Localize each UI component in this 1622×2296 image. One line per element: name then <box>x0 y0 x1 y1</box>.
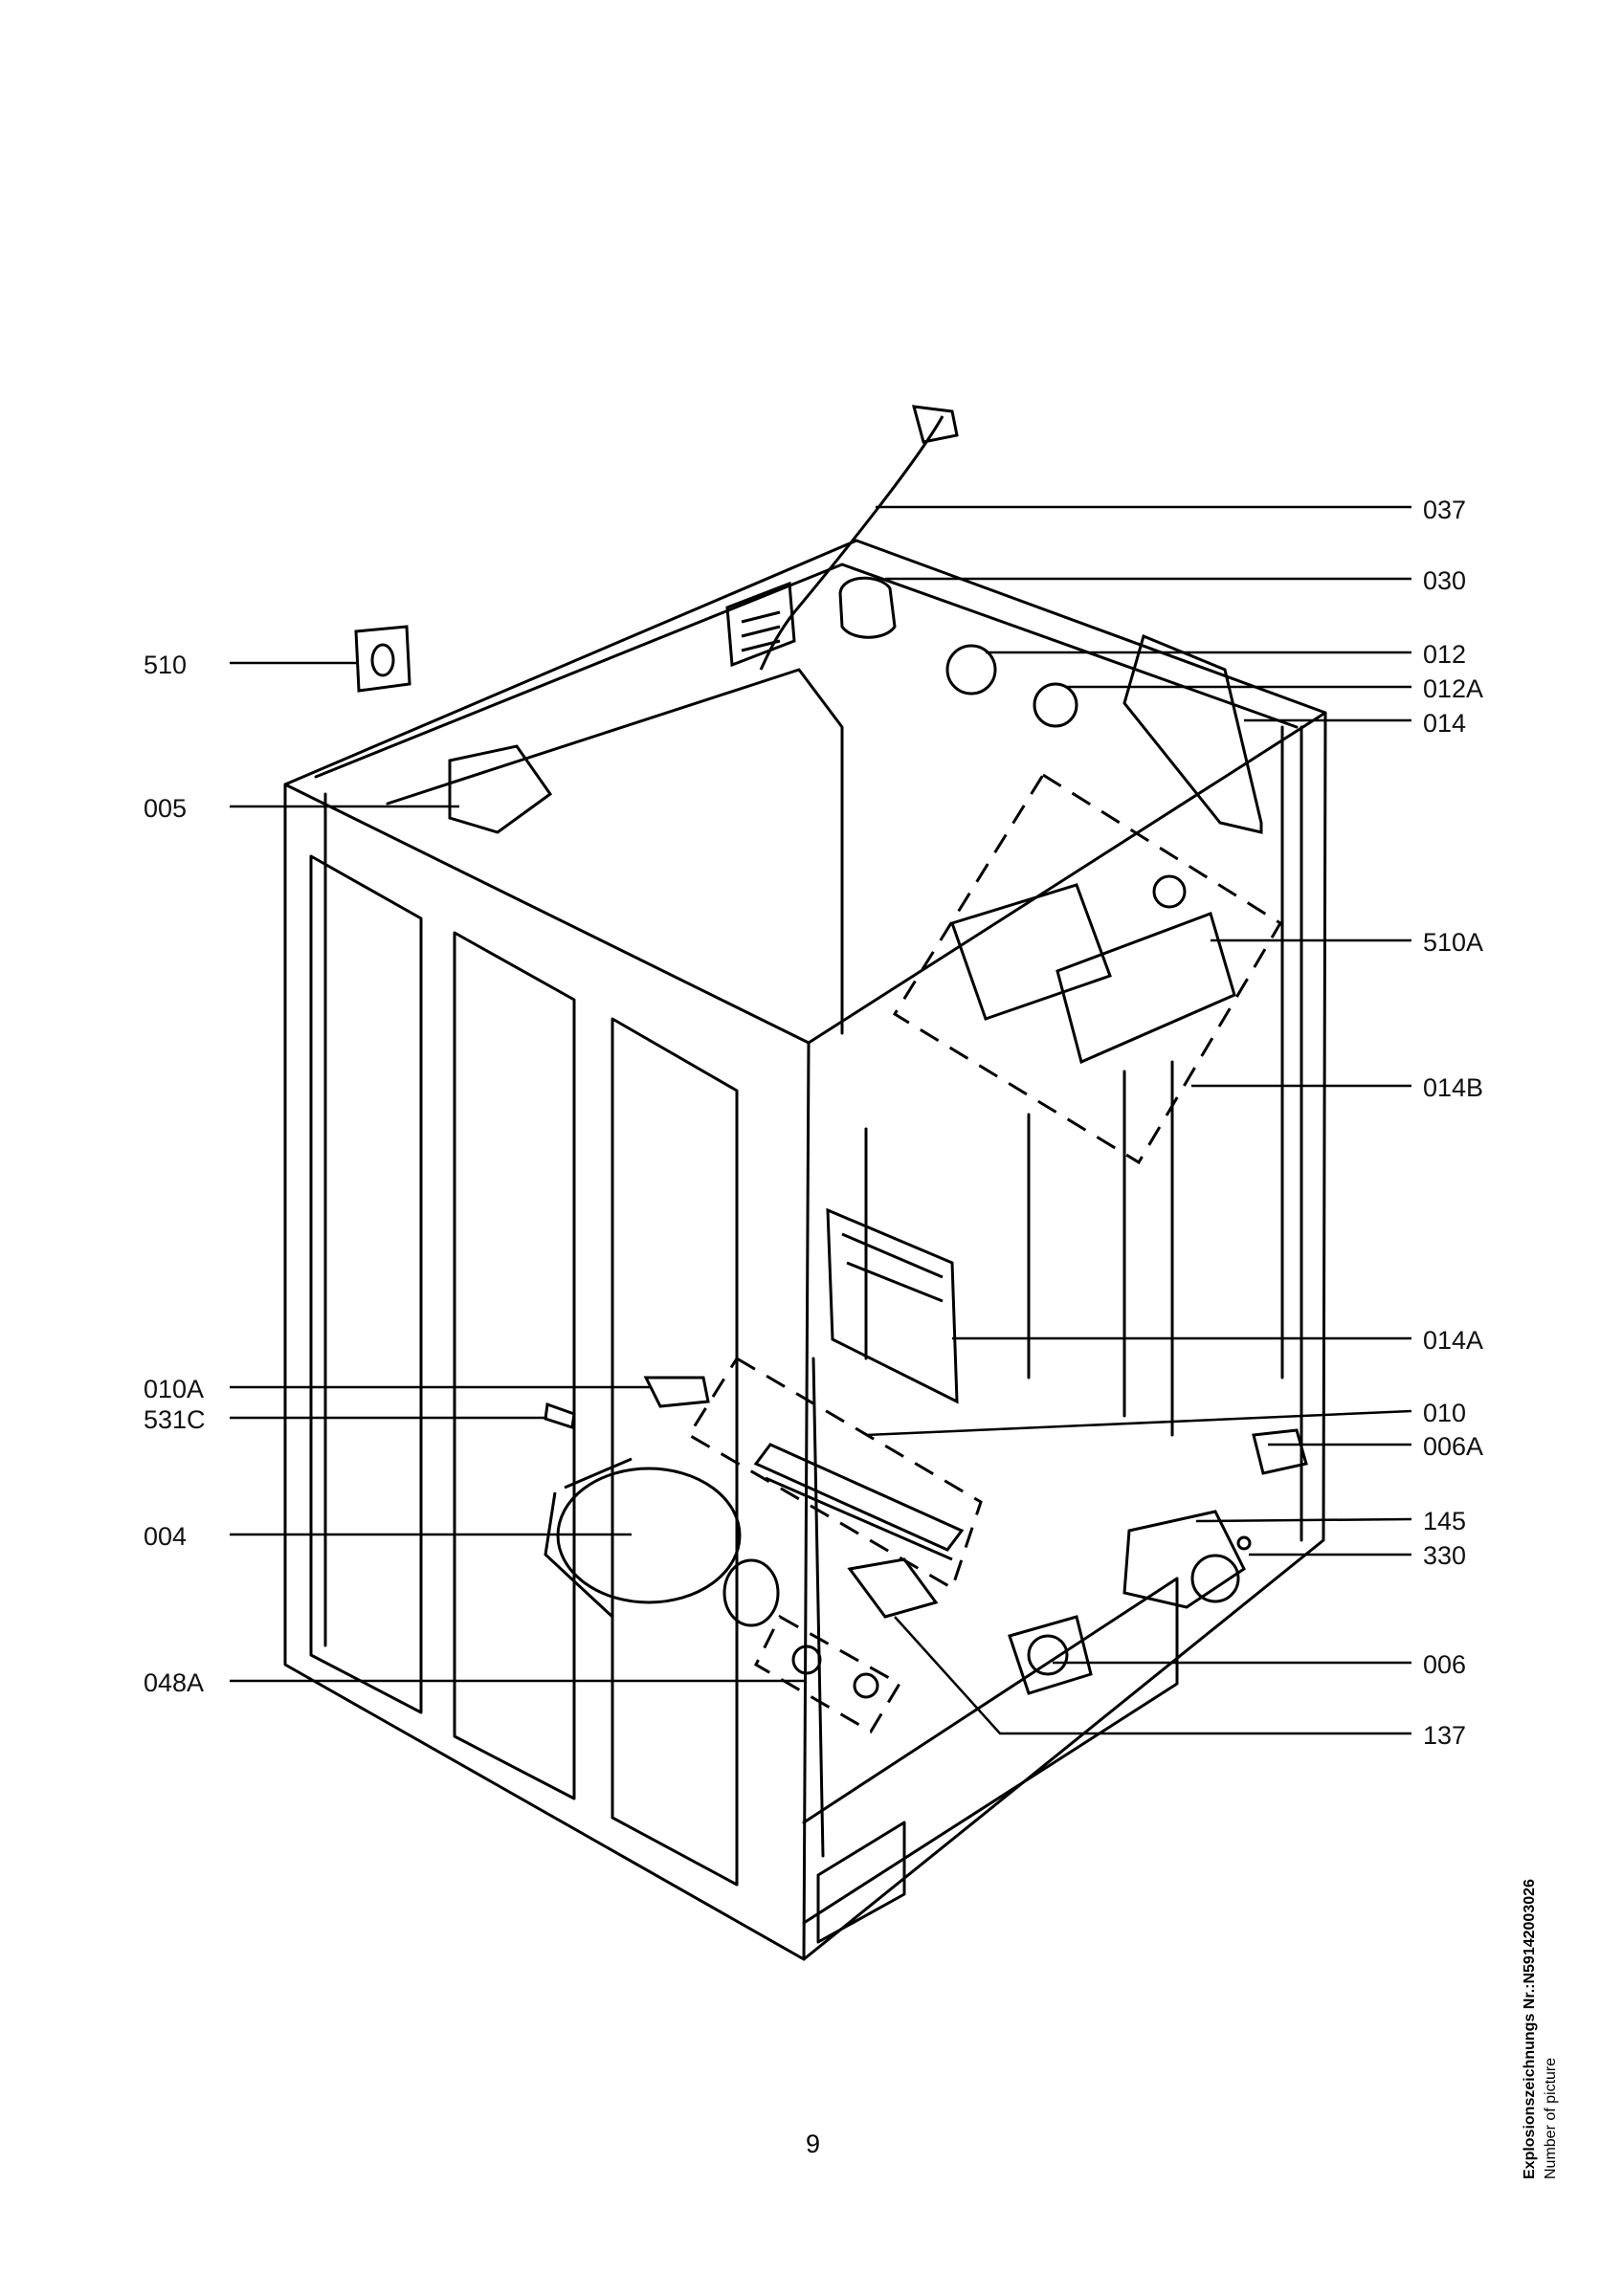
picture-number-note: Explosionszeichnungs Nr.:N59142003026 Nu… <box>1520 1816 1577 2179</box>
leader-145 <box>1195 1517 1412 1523</box>
screw-531C <box>544 1402 576 1429</box>
explosion-drawing-number: Explosionszeichnungs Nr.:N59142003026 <box>1522 1879 1538 2179</box>
callout-014A: 014A <box>1423 1326 1484 1355</box>
callout-004: 004 <box>144 1522 188 1551</box>
callout-005: 005 <box>144 794 188 823</box>
side-panel-window-3 <box>611 1017 739 1887</box>
inner-brace-5 <box>811 1357 825 1858</box>
side-panel-window-2 <box>453 931 576 1800</box>
cabinet-outline <box>283 539 1327 1961</box>
pressure-switch-012 <box>945 644 997 695</box>
plug-330 <box>1236 1535 1252 1551</box>
control-module-dashed-group <box>892 772 1283 1165</box>
electronic-module-014A <box>826 1207 959 1404</box>
leader-137 <box>894 1616 1411 1735</box>
selector-knob <box>1152 874 1187 909</box>
callout-012A: 012A <box>1423 674 1484 703</box>
cabinet-base <box>802 1577 1179 1925</box>
number-of-picture-label: Number of picture <box>1543 2057 1559 2179</box>
valve-005 <box>448 744 553 834</box>
callout-531C: 531C <box>144 1405 206 1434</box>
callout-006A: 006A <box>1423 1432 1484 1461</box>
callout-137: 137 <box>1423 1721 1467 1750</box>
door-lock-137 <box>847 1557 939 1619</box>
heater-element <box>753 1443 965 1552</box>
filter-006A <box>1252 1428 1308 1475</box>
power-cord <box>759 415 944 671</box>
control-board-014 <box>1122 633 1263 834</box>
callout-145: 145 <box>1423 1507 1467 1535</box>
pressure-switch-012A <box>1033 682 1078 728</box>
callout-014: 014 <box>1423 709 1467 738</box>
cabinet-front-corner <box>802 1041 811 1961</box>
leader-010 <box>865 1409 1412 1437</box>
programmer-module <box>950 883 1112 1021</box>
capacitor <box>838 576 897 639</box>
callout-010: 010 <box>1423 1399 1467 1427</box>
mains-filter <box>725 581 796 668</box>
motor-pulley <box>722 1558 780 1627</box>
callout-330: 330 <box>1423 1541 1467 1570</box>
pulley-cap <box>791 1645 822 1675</box>
callout-010A: 010A <box>144 1375 205 1403</box>
callout-037: 037 <box>1423 496 1467 524</box>
cabinet-inner-rim <box>386 668 844 1035</box>
power-plug <box>911 405 959 444</box>
washer <box>853 1672 879 1699</box>
callout-012: 012 <box>1423 640 1467 669</box>
page-number: 9 <box>806 2130 821 2158</box>
callout-030: 030 <box>1423 566 1467 595</box>
pump-housing <box>1122 1510 1246 1609</box>
cabinet-base-slot <box>816 1821 906 1944</box>
side-panel-window-1 <box>309 854 423 1714</box>
callout-048A: 048A <box>144 1668 205 1697</box>
drain-pump-006 <box>1008 1615 1093 1695</box>
cabinet-inner-top <box>314 563 1299 779</box>
heater-dashed-group <box>686 1356 983 1591</box>
bracket-010A <box>643 1376 710 1408</box>
callout-006: 006 <box>1423 1650 1467 1679</box>
callout-510: 510 <box>144 651 188 679</box>
display-panel <box>1055 912 1236 1065</box>
fan-dashed-group <box>754 1614 902 1734</box>
gasket-510 <box>354 625 411 693</box>
callout-014B: 014B <box>1423 1073 1484 1102</box>
callout-510A: 510A <box>1423 928 1484 957</box>
